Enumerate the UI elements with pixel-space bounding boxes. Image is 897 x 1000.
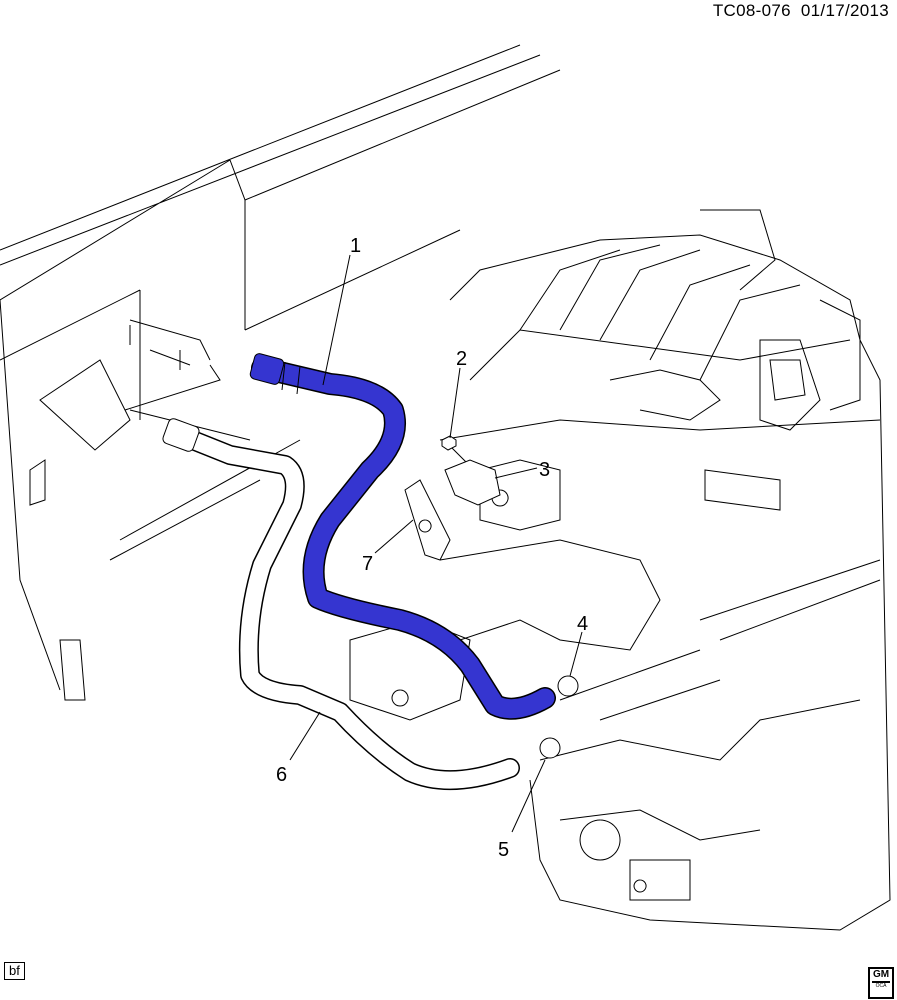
clip-7 bbox=[404, 479, 451, 561]
drawing-reference: TC08-076 01/17/2013 bbox=[713, 1, 889, 21]
frame-linework bbox=[0, 44, 891, 931]
bolt-2 bbox=[441, 435, 467, 463]
hose-1-highlighted[interactable] bbox=[249, 353, 556, 720]
clamp-4 bbox=[557, 675, 579, 697]
callout-6: 6 bbox=[276, 764, 287, 786]
clamp-5 bbox=[539, 737, 561, 759]
callout-7: 7 bbox=[362, 553, 373, 575]
callout-4: 4 bbox=[577, 613, 588, 635]
hose-6[interactable] bbox=[162, 417, 520, 791]
drawing-date: 01/17/2013 bbox=[800, 1, 889, 20]
callout-5: 5 bbox=[498, 839, 509, 861]
callout-2: 2 bbox=[456, 348, 467, 370]
initials-box: bf bbox=[4, 962, 25, 980]
drawing-code: TC08-076 bbox=[712, 1, 791, 20]
leader-lines bbox=[289, 254, 583, 833]
callout-1: 1 bbox=[350, 235, 361, 257]
callouts: 1 2 3 4 5 6 7 bbox=[276, 235, 588, 861]
bracket-3 bbox=[444, 459, 501, 506]
callout-3: 3 bbox=[539, 459, 550, 481]
